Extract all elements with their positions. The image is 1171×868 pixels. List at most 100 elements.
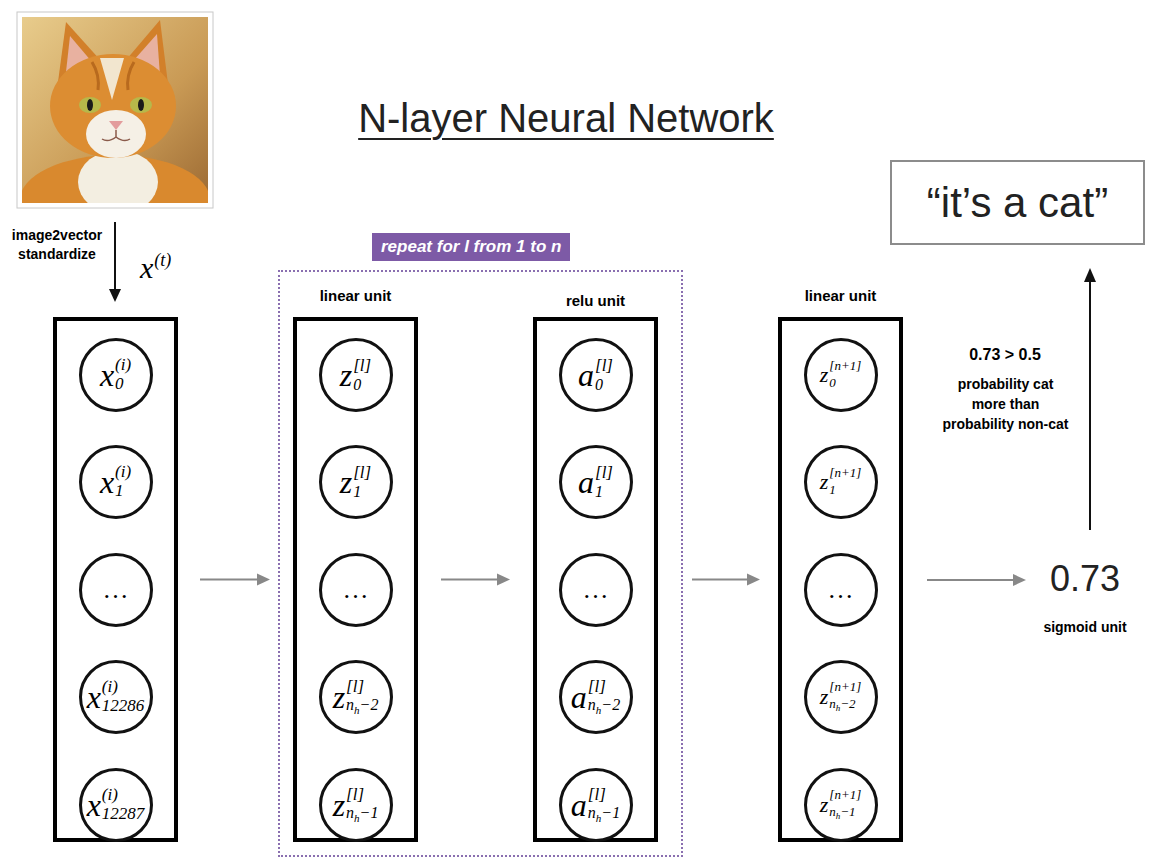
sub-subscript: h	[354, 812, 360, 824]
symbol-base: x	[87, 681, 101, 713]
index-stack: [l]nh−1	[346, 786, 378, 825]
flow-arrow	[200, 574, 270, 586]
subscript-row: nh−2	[588, 696, 620, 716]
symbol-base: z	[333, 681, 345, 713]
subscript-row: 1	[829, 480, 836, 498]
neuron-circle: z[l]nh−2	[319, 660, 393, 734]
subscript-row: nh−2	[829, 694, 855, 714]
math-symbol: z[l]1	[340, 464, 371, 500]
math-symbol: x(t)	[140, 253, 171, 283]
subscript: n	[829, 696, 836, 711]
result-text: “it’s a cat”	[927, 179, 1108, 227]
repeat-banner: repeat for l from 1 to n	[372, 233, 570, 261]
annotation: probability cat more than probability no…	[940, 374, 1071, 434]
sub-subscript: h	[596, 704, 602, 716]
symbol-base: z	[340, 359, 352, 391]
index-stack: [l]nh−2	[346, 678, 378, 717]
index-stack: (i)12287	[102, 786, 145, 823]
arrow-line	[200, 579, 259, 581]
subscript-row: 1	[595, 483, 603, 501]
symbol-base: x	[100, 466, 114, 498]
subscript-row: nh−1	[346, 804, 378, 824]
index-stack: [l]1	[353, 464, 371, 500]
index-stack: (i)1	[115, 463, 131, 500]
symbol-base: x	[100, 359, 114, 391]
down-arrow	[114, 222, 116, 290]
index-stack: [l]0	[595, 357, 613, 393]
subscript-row: 0	[353, 376, 361, 394]
neuron-circle: …	[559, 553, 633, 627]
math-symbol: x(i)12286	[87, 678, 145, 715]
subscript: 12287	[102, 804, 145, 823]
neuron-circle: a[l]1	[559, 445, 633, 519]
arrow-line	[441, 579, 499, 581]
neuron-circle: …	[79, 553, 153, 627]
subscript: n	[346, 696, 354, 713]
annotation: image2vector standardize	[0, 226, 114, 264]
index-stack: (t)	[154, 251, 171, 271]
symbol-base: x	[87, 789, 101, 821]
subscript: 0	[829, 375, 836, 390]
neuron-circle: z[n+1] 0	[804, 338, 878, 412]
ellipsis: …	[828, 575, 854, 605]
sub-subscript: h	[836, 811, 841, 821]
ellipsis: …	[583, 575, 609, 605]
result-box: “it’s a cat”	[890, 160, 1145, 245]
index-stack: [l]0	[353, 357, 371, 393]
subscript: −1	[601, 804, 620, 821]
diagram-title: N-layer Neural Network	[358, 96, 774, 141]
subscript: −2	[840, 696, 855, 711]
superscript: [l]	[588, 678, 606, 697]
column-heading: relu unit	[507, 292, 684, 309]
math-symbol: z[l]nh−2	[333, 678, 379, 717]
subscript-row: nh−1	[588, 804, 620, 824]
input-symbol: x(t)	[140, 253, 171, 283]
subscript: n	[588, 804, 596, 821]
neuron-circle: z[n+1]1	[804, 445, 878, 519]
index-stack: [n+1]1	[829, 466, 861, 498]
arrow-head	[1013, 574, 1026, 586]
math-symbol: z[l]nh−1	[333, 786, 379, 825]
arrow-line	[692, 579, 749, 581]
subscript: −1	[840, 804, 855, 819]
subscript: −1	[360, 804, 379, 821]
neuron-circle: x(i)12286	[79, 660, 153, 734]
math-symbol: x(i)12287	[87, 786, 145, 823]
flow-arrow	[692, 574, 760, 586]
subscript: 12286	[102, 696, 145, 715]
symbol-base: z	[820, 364, 829, 386]
math-symbol: x(i)1	[100, 463, 131, 500]
superscript: [n+1]	[829, 788, 861, 802]
neuron-circle: z[l]0	[319, 338, 393, 412]
index-stack: [l]1	[595, 464, 613, 500]
repeat-region: repeat for l from 1 to nlinear unitz[l]0…	[278, 270, 683, 857]
arrow-head	[497, 574, 510, 586]
neuron-circle: x(i)1	[79, 445, 153, 519]
symbol-base: a	[571, 681, 587, 713]
column-heading: linear unit	[267, 287, 444, 304]
neuron-circle: x(i)12287	[79, 768, 153, 842]
symbol-base: z	[820, 794, 829, 816]
subscript: 0	[353, 376, 361, 393]
superscript: (t)	[154, 251, 171, 271]
layer-column: relu unita[l]0a[l]1…a[l]nh−2a[l]nh−1	[533, 317, 658, 842]
subscript-row: nh−1	[829, 802, 855, 822]
subscript: 0	[595, 376, 603, 393]
symbol-base: a	[571, 789, 587, 821]
sub-subscript: h	[354, 704, 360, 716]
index-stack: [n+1]nh−2	[829, 680, 861, 714]
subscript-row: 0	[595, 376, 603, 394]
neuron-circle: …	[804, 553, 878, 627]
cat-photo	[22, 17, 208, 203]
subscript: −2	[601, 696, 620, 713]
superscript: [l]	[595, 464, 613, 483]
up-arrow	[1089, 281, 1091, 530]
superscript: [n+1]	[829, 359, 861, 373]
math-symbol: z[n+1]1	[820, 466, 861, 498]
sub-subscript: h	[596, 812, 602, 824]
math-symbol: a[l]0	[578, 357, 613, 393]
subscript: 0	[115, 374, 124, 393]
symbol-base: z	[333, 789, 345, 821]
index-stack: [n+1]nh−1	[829, 788, 861, 822]
